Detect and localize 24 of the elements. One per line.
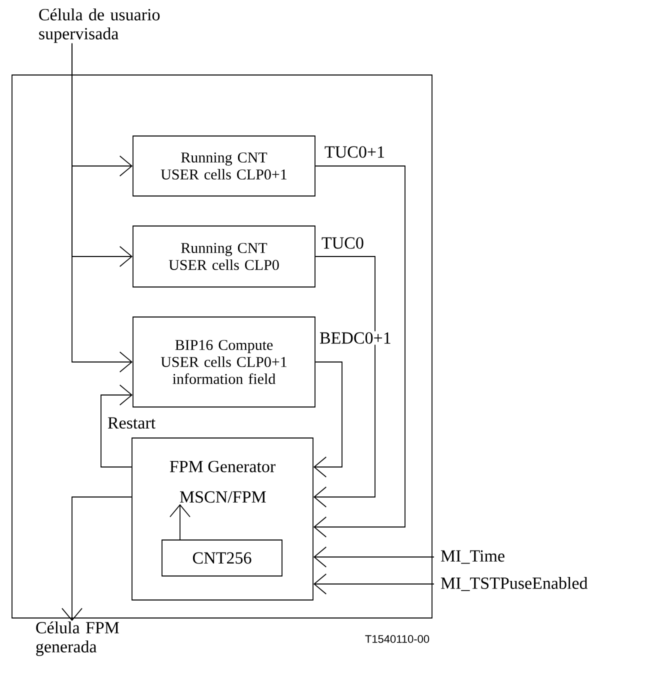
arrow [170, 504, 190, 540]
arrow [313, 256, 376, 508]
arrow [62, 496, 132, 621]
arrow [313, 574, 434, 594]
counter-box: CNT256 [162, 540, 282, 576]
frame-box [12, 74, 432, 618]
edge-label: TUC0+1 [323, 145, 386, 159]
signal-label: MI_TSTPuseEnabled [440, 577, 588, 591]
edge-label: TUC0 [320, 236, 365, 250]
process-box: Running CNT USER cells CLP0 [132, 226, 316, 288]
arrow [313, 166, 406, 538]
output-label: Célula FPM generada [36, 621, 120, 656]
port-label: MSCN/FPM [180, 491, 266, 503]
input-label: Célula de usuario supervisada [39, 8, 160, 43]
edge-label: Restart [106, 416, 157, 430]
signal-label: MI_Time [440, 550, 504, 564]
arrow [72, 42, 133, 372]
process-box: Running CNT USER cells CLP0+1 [132, 136, 316, 196]
figure-code: T1540110-00 [365, 635, 430, 643]
arrow [313, 546, 434, 568]
arrow [313, 362, 342, 478]
process-box: BIP16 Compute USER cells CLP0+1 information field [132, 316, 316, 408]
arrow [100, 384, 133, 468]
edge-label: BEDC0+1 [318, 331, 392, 345]
